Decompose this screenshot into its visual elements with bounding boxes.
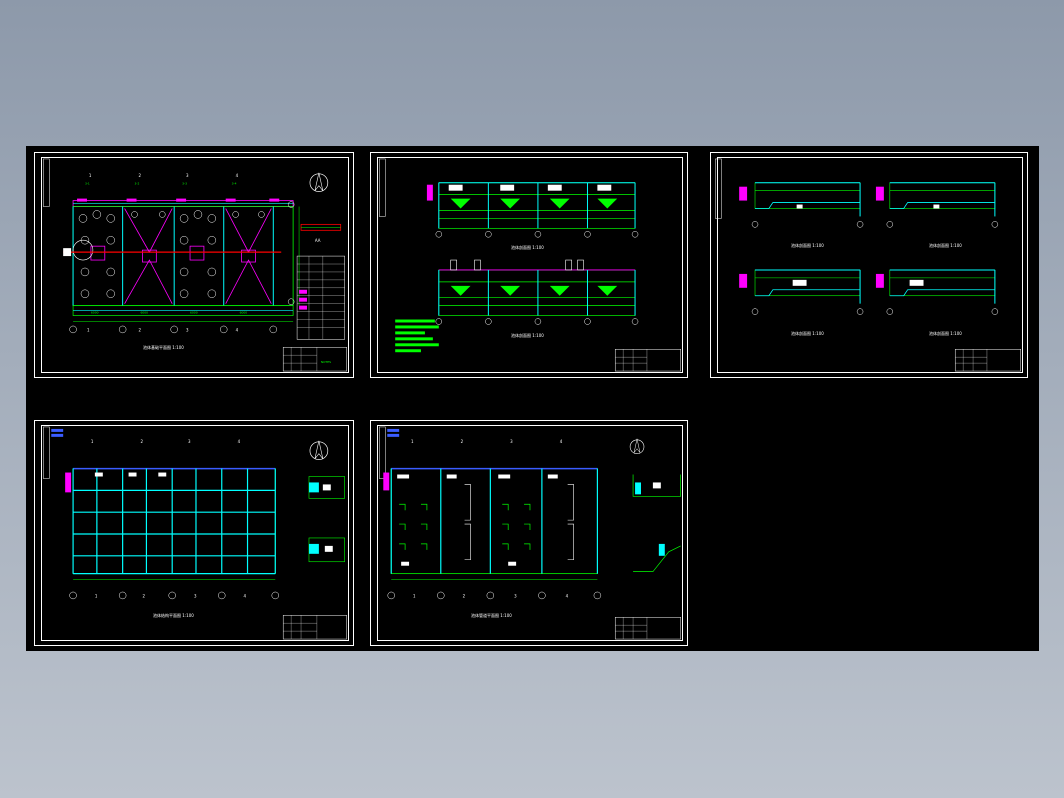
- sheet-5-title: 池体管道平面图 1:100: [471, 613, 512, 618]
- frame-plan-drawing: 1 2 3 4 1 2 3 4: [43, 426, 347, 640]
- sheet-border: [377, 425, 683, 641]
- svg-text:4: 4: [560, 439, 563, 444]
- svg-text:4: 4: [236, 327, 239, 332]
- sheet-frame-plan[interactable]: 1 2 3 4 1 2 3 4: [34, 420, 354, 646]
- svg-text:3: 3: [188, 439, 191, 444]
- svg-text:2: 2: [463, 593, 466, 598]
- sheet-border: [717, 157, 1023, 373]
- sheet-2-title-a: 池体剖面图 1:100: [511, 245, 544, 250]
- sheet-4-title: 池体结构平面图 1:100: [153, 613, 194, 618]
- sheet-section-elevations[interactable]: 池体剖面图 1:100 池体剖面图 1:100: [370, 152, 688, 378]
- svg-text:6000: 6000: [140, 311, 148, 315]
- svg-text:3: 3: [186, 327, 189, 332]
- sheet-border: [41, 157, 349, 373]
- sheet-border: [377, 157, 683, 373]
- svg-text:4: 4: [238, 439, 241, 444]
- svg-text:2: 2: [138, 173, 141, 178]
- svg-text:3-2: 3-2: [135, 182, 140, 186]
- svg-text:2: 2: [140, 439, 143, 444]
- sheet-3-title-b: 池体剖面图 1:100: [929, 243, 962, 248]
- svg-text:3: 3: [514, 593, 517, 598]
- foundation-plan-drawing: 1 2 3 4 3-1 3-2 3-3 3-4: [43, 158, 347, 372]
- svg-text:6000: 6000: [190, 311, 198, 315]
- svg-text:4: 4: [244, 593, 247, 598]
- sheet-3-title-a: 池体剖面图 1:100: [791, 243, 824, 248]
- sheet-border: [41, 425, 349, 641]
- svg-text:4: 4: [236, 173, 239, 178]
- section-elevations-drawing: [379, 158, 681, 372]
- sheet-3-title-d: 池体剖面图 1:100: [929, 331, 962, 336]
- svg-text:3: 3: [194, 593, 197, 598]
- svg-text:1: 1: [87, 327, 90, 332]
- svg-text:3: 3: [510, 439, 513, 444]
- svg-text:3: 3: [186, 173, 189, 178]
- cad-canvas[interactable]: 1 2 3 4 3-1 3-2 3-3 3-4: [26, 146, 1039, 651]
- svg-text:1: 1: [91, 439, 94, 444]
- svg-text:1: 1: [95, 593, 98, 598]
- svg-text:3-1: 3-1: [85, 182, 90, 186]
- svg-text:2: 2: [461, 439, 464, 444]
- svg-text:6000: 6000: [91, 311, 99, 315]
- sheet-foundation-plan[interactable]: 1 2 3 4 3-1 3-2 3-3 3-4: [34, 152, 354, 378]
- svg-text:1: 1: [413, 593, 416, 598]
- sheet-piping-plan[interactable]: 1 2 3 4: [370, 420, 688, 646]
- svg-text:3-4: 3-4: [232, 182, 237, 186]
- svg-text:2: 2: [142, 593, 145, 598]
- sheet-3-title-c: 池体剖面图 1:100: [791, 331, 824, 336]
- svg-text:6000: 6000: [240, 311, 248, 315]
- svg-text:4: 4: [566, 593, 569, 598]
- sheet-section-details[interactable]: 池体剖面图 1:100 池体剖面图 1:100 池体剖面图 1:100 池体剖面…: [710, 152, 1028, 378]
- sheet-1-title: 池体基础平面图 1:100: [143, 345, 184, 350]
- section-details-drawing: [715, 158, 1021, 372]
- svg-text:AA: AA: [315, 238, 321, 243]
- sheet-2-title-b: 池体剖面图 1:100: [511, 333, 544, 338]
- svg-text:NOTES: NOTES: [321, 360, 331, 364]
- svg-text:2: 2: [138, 327, 141, 332]
- svg-text:1: 1: [411, 439, 414, 444]
- svg-text:1: 1: [89, 173, 92, 178]
- svg-text:3-3: 3-3: [182, 182, 187, 186]
- piping-plan-drawing: 1 2 3 4: [379, 426, 681, 640]
